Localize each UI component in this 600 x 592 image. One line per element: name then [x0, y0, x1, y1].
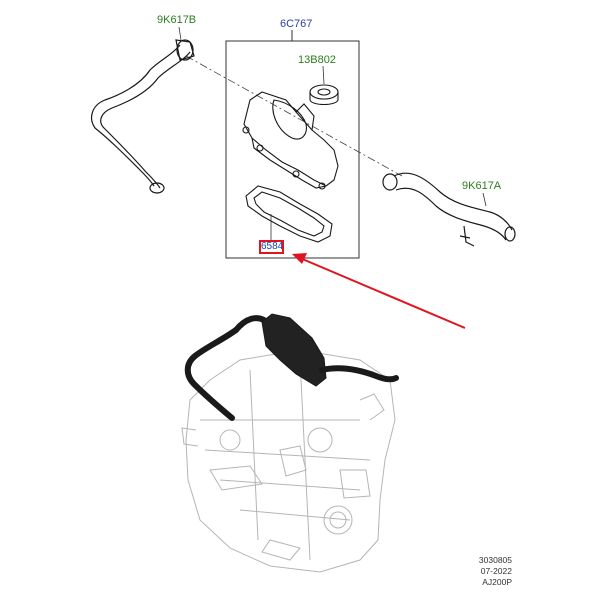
hose-9k617b: [91, 39, 195, 194]
label-9k617a: 9K617A: [462, 180, 502, 192]
leader-13b802: [322, 65, 325, 85]
leader-9k617a: [482, 192, 487, 207]
leader-9k617b: [178, 26, 182, 41]
highlight-arrow: [292, 253, 466, 329]
center-line: [185, 55, 403, 177]
engine-illustration: [181, 349, 396, 573]
cover-6c767: [242, 91, 339, 190]
stamp-date: 07-2022: [480, 566, 512, 576]
stamp-engine-code: AJ200P: [482, 577, 512, 587]
assembly-box: [225, 40, 360, 259]
label-6584-highlighted[interactable]: 6584: [259, 240, 284, 254]
stamp-drawing-number: 3030805: [478, 555, 512, 565]
label-6c767: 6C767: [280, 18, 313, 30]
label-9k617b: 9K617B: [157, 14, 197, 26]
hose-9k617a: [382, 172, 516, 247]
label-13b802: 13B802: [298, 54, 336, 66]
gasket-6584: [245, 185, 333, 243]
engine-highlighted-parts: [184, 313, 399, 421]
cap-13b802: [309, 84, 339, 106]
